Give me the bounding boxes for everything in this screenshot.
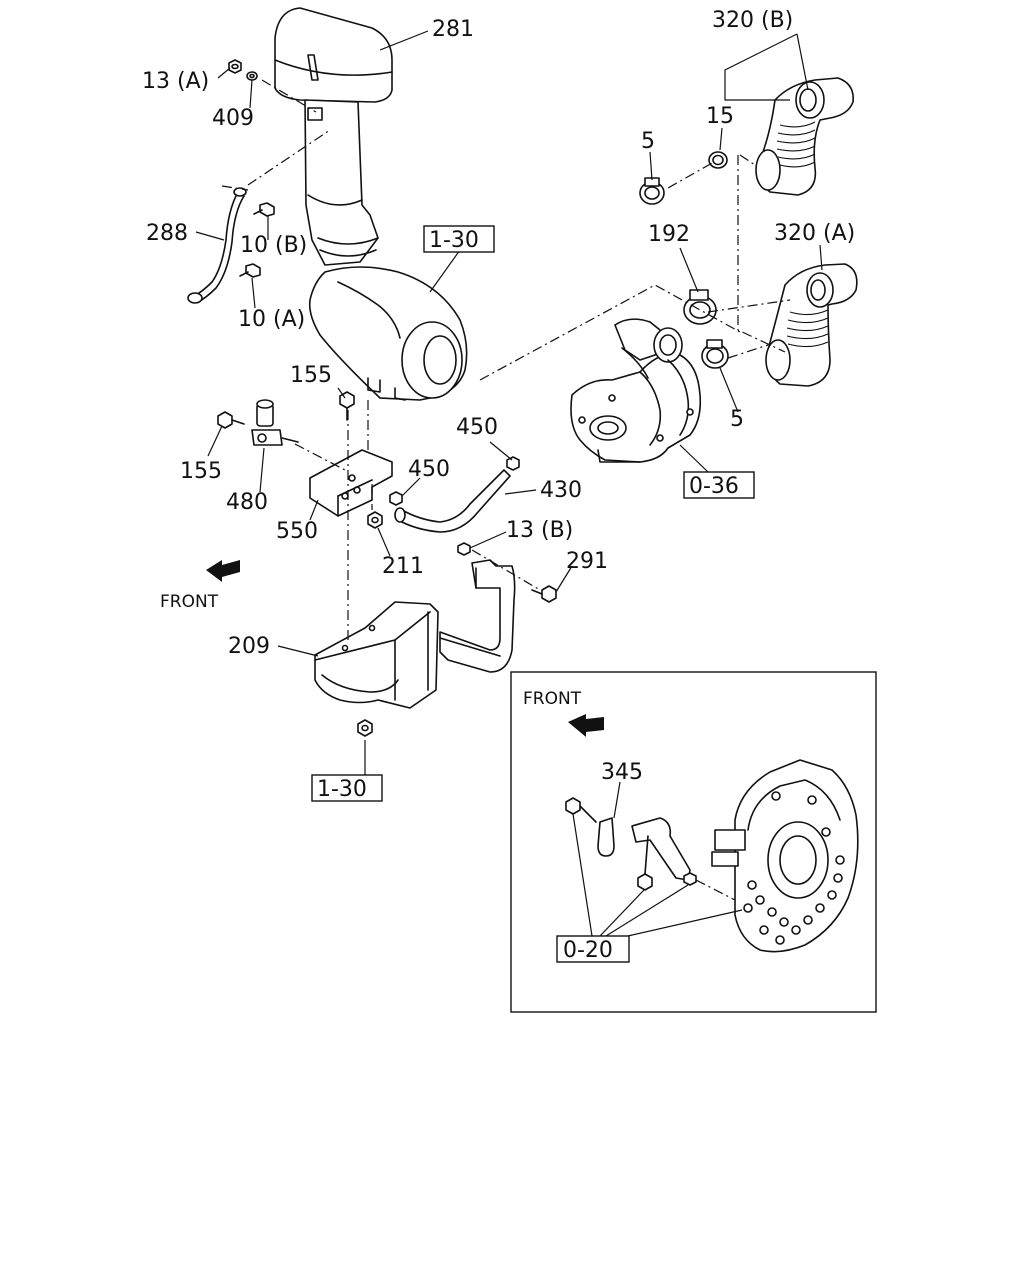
callout-409: 409 — [212, 106, 254, 131]
bolt-291 — [531, 585, 557, 603]
callout-211: 211 — [382, 554, 424, 579]
front-label-main: FRONT — [160, 592, 219, 612]
callout-155-left: 155 — [180, 459, 222, 484]
ref-box-1-30-bottom — [311, 774, 383, 802]
clamp-5-top — [639, 177, 665, 205]
ref-box-0-36 — [683, 471, 755, 499]
nut-bottom — [357, 719, 373, 737]
bolt-inset-left — [565, 797, 597, 823]
ref-label-1-30-top: 1-30 — [429, 228, 479, 253]
hose-320b — [755, 77, 855, 196]
hose-320a — [765, 263, 858, 387]
bolt-450-top — [506, 456, 520, 471]
bracket-209 — [314, 559, 516, 709]
air-cleaner-body — [308, 266, 468, 401]
ref-label-1-30-bottom: 1-30 — [317, 777, 367, 802]
bolt-450-mid — [389, 491, 403, 506]
bolt-inset-mid — [637, 835, 653, 891]
switch-480 — [251, 399, 299, 446]
leader-345 — [613, 781, 621, 819]
callout-430: 430 — [540, 478, 582, 503]
clamp-192 — [683, 289, 717, 325]
callout-10a: 10 (A) — [238, 307, 305, 332]
callout-281: 281 — [432, 17, 474, 42]
bolt-10b — [253, 202, 275, 217]
callout-345: 345 — [601, 760, 643, 785]
leader-0-20-c — [605, 884, 689, 937]
nut-211 — [367, 511, 383, 529]
callout-5-top: 5 — [641, 129, 655, 154]
bolt-155-left — [217, 411, 245, 429]
turbocharger — [570, 318, 702, 463]
callout-209: 209 — [228, 634, 270, 659]
callout-192: 192 — [648, 222, 690, 247]
bracket-550 — [309, 449, 393, 517]
callout-5-bottom: 5 — [730, 407, 744, 432]
ref-box-0-20 — [556, 935, 630, 963]
bolt-155-top — [339, 391, 355, 421]
callout-480: 480 — [226, 490, 268, 515]
center-lines — [221, 79, 791, 640]
leader-0-20-d — [627, 909, 743, 937]
ref-label-0-36: 0-36 — [689, 474, 739, 499]
callout-450-mid: 450 — [408, 457, 450, 482]
callout-10b: 10 (B) — [240, 233, 307, 258]
ref-box-1-30-top — [423, 225, 495, 253]
front-arrow-inset — [568, 714, 604, 737]
hose-430 — [394, 469, 511, 533]
nut-13b — [457, 542, 471, 556]
callout-550: 550 — [276, 519, 318, 544]
leader-0-20-a — [572, 813, 593, 937]
callout-320a: 320 (A) — [774, 221, 855, 246]
nut-13a — [228, 59, 242, 74]
callout-320b: 320 (B) — [712, 8, 793, 33]
ref-label-0-20: 0-20 — [563, 938, 613, 963]
clamp-15 — [708, 151, 728, 169]
flywheel-housing — [711, 759, 859, 953]
callout-291: 291 — [566, 549, 608, 574]
leader-0-20-b — [599, 889, 645, 937]
inset-panel: FRONT — [510, 671, 877, 1013]
air-intake-duct-281 — [274, 7, 393, 266]
bracket-345 — [597, 817, 691, 881]
callout-450-top: 450 — [456, 415, 498, 440]
callout-155-top: 155 — [290, 363, 332, 388]
washer-409 — [246, 71, 258, 81]
bolt-inset-right — [683, 872, 736, 901]
bolt-10a — [239, 263, 261, 278]
callout-288: 288 — [146, 221, 188, 246]
leader-lines — [195, 30, 823, 776]
front-arrow-main — [206, 560, 240, 582]
front-label-inset: FRONT — [523, 689, 582, 709]
callout-13a: 13 (A) — [142, 69, 209, 94]
callout-13b: 13 (B) — [506, 518, 573, 543]
clamp-5-bottom — [701, 339, 729, 369]
callout-15: 15 — [706, 104, 734, 129]
bracket-pipe-288 — [187, 187, 247, 304]
